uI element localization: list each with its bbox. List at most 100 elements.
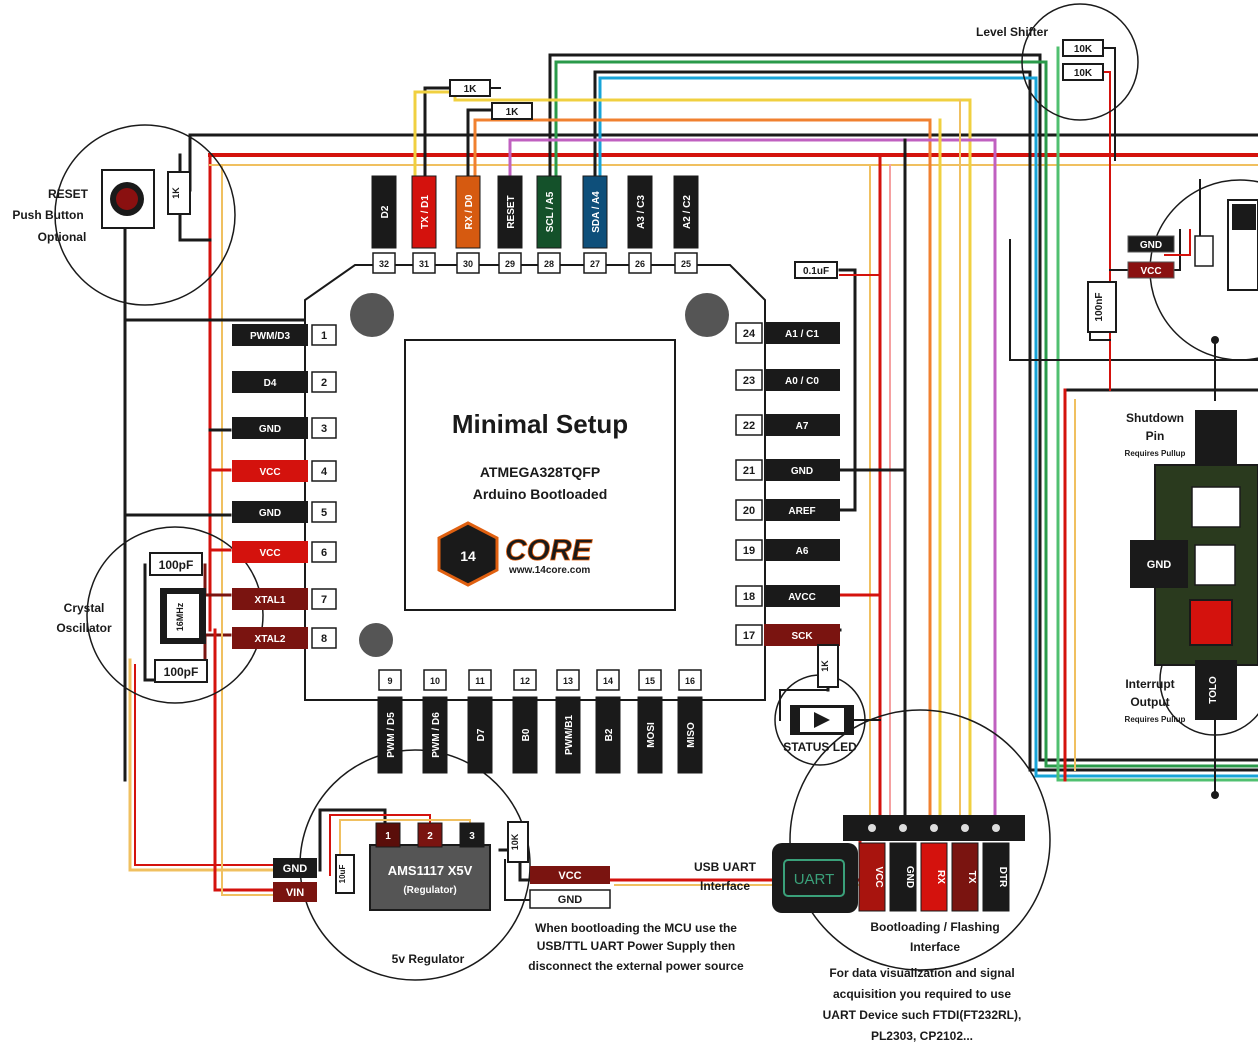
pin-number: 16	[685, 676, 695, 686]
level-shifter-label: Level Shifter	[976, 25, 1048, 39]
pin-number: 23	[743, 375, 755, 387]
resistor-1k-top: 1K	[449, 79, 491, 97]
resistor-10k-a: 10K	[1062, 39, 1104, 57]
regulator-resistor-label: 10K	[510, 833, 520, 850]
regulator-sub: (Regulator)	[403, 885, 456, 896]
crystal-label-1: Crystal	[64, 601, 105, 615]
mcu-chip	[304, 264, 766, 701]
pin-label: PWM/B1	[564, 715, 575, 755]
pin-number: 26	[635, 259, 645, 269]
resistor-1k-second-label: 1K	[506, 107, 520, 118]
pin-label: MOSI	[646, 722, 657, 748]
pin-right-23: 23 A0 / C0	[735, 369, 840, 391]
pin-label: SCL / A5	[545, 191, 556, 232]
pin-number: 21	[743, 465, 755, 477]
resistor-1k-second: 1K	[491, 102, 533, 120]
status-led	[790, 705, 854, 735]
pin-number: 20	[743, 505, 755, 517]
regulator-pin-label: 1	[385, 831, 391, 842]
pin-label: VCC	[259, 548, 280, 559]
boot-label-2: Interface	[910, 940, 960, 954]
pin-label: D7	[476, 728, 487, 741]
pin-label: TX / D1	[420, 195, 431, 229]
pin-number: 1	[321, 330, 327, 342]
chip-model: ATMEGA328TQFP	[480, 464, 600, 480]
regulator-caption: 5v Regulator	[392, 952, 465, 966]
pin-label: RX / D0	[464, 194, 475, 229]
pin-label: GND	[259, 424, 281, 435]
pin-number: 27	[590, 259, 600, 269]
pin-number: 25	[681, 259, 691, 269]
data-line-1: For data visualization and signal	[829, 966, 1014, 980]
pin-label: RESET	[506, 195, 517, 228]
note-line-2: USB/TTL UART Power Supply then	[537, 939, 735, 953]
pin-left-6: VCC 6	[232, 541, 337, 563]
data-line-3: UART Device such FTDI(FT232RL),	[823, 1008, 1022, 1022]
logo-hexagon	[437, 521, 499, 587]
pin-number: 31	[419, 259, 429, 269]
uart-device: UART	[772, 843, 858, 913]
interrupt-label-3: Requires Pullup	[1125, 715, 1186, 724]
regulator-pin-label: 3	[469, 831, 475, 842]
pin-number: 22	[743, 420, 755, 432]
pin-left-2: D4 2	[232, 371, 337, 393]
pin-number: 9	[387, 676, 392, 686]
status-led-label: STATUS LED	[783, 740, 857, 754]
pin-number: 12	[520, 676, 530, 686]
header-pin-label: TX	[966, 871, 977, 884]
header-pin-label: RX	[935, 870, 946, 884]
interrupt-label-1: Interrupt	[1125, 677, 1174, 691]
pin-label: D4	[264, 378, 277, 389]
pin-label: B0	[521, 728, 532, 741]
pin-label: D2	[380, 205, 391, 218]
pin-label: XTAL1	[255, 595, 286, 606]
data-line-2: acquisition you required to use	[833, 987, 1011, 1001]
regulator-pin-label: 2	[427, 831, 433, 842]
pin-number: 29	[505, 259, 515, 269]
regulator-pin-3: 3	[459, 822, 485, 848]
shutdown-label-1: Shutdown	[1126, 411, 1184, 425]
pin-number: 2	[321, 377, 327, 389]
pin-label: A6	[796, 546, 809, 557]
usb-uart-label-1: USB UART	[694, 860, 757, 874]
header-pin-vcc: VCC	[858, 824, 886, 912]
resistor-10k-a-label: 10K	[1074, 44, 1093, 55]
regulator-vin-label: VIN	[286, 887, 304, 899]
pin-number: 6	[321, 547, 327, 559]
pin-number: 14	[603, 676, 613, 686]
module-tolo-label: TOLO	[1208, 676, 1219, 704]
sensor-module: GND TOLO	[1130, 336, 1258, 799]
reset-button	[101, 169, 155, 229]
pin-top-31: TX / D1 31	[411, 175, 437, 274]
pin-label: A0 / C0	[785, 376, 819, 387]
cap-100pf-top-label: 100pF	[159, 558, 194, 572]
pin-label: PWM / D5	[386, 712, 397, 758]
pin-label: A1 / C1	[785, 329, 819, 340]
pin-label: MISO	[686, 722, 697, 748]
cap-100nf-label: 100nF	[1094, 293, 1105, 322]
logo-text: CORE	[505, 534, 593, 567]
regulator-gnd-label: GND	[283, 863, 308, 875]
chip-mark-top-left	[350, 293, 394, 337]
note-line-1: When bootloading the MCU use the	[535, 921, 737, 935]
shutdown-label-3: Requires Pullup	[1125, 449, 1186, 458]
pin-label: XTAL2	[255, 634, 286, 645]
pin-label: A2 / C2	[682, 195, 693, 229]
resistor-1k-top-label: 1K	[464, 84, 478, 95]
